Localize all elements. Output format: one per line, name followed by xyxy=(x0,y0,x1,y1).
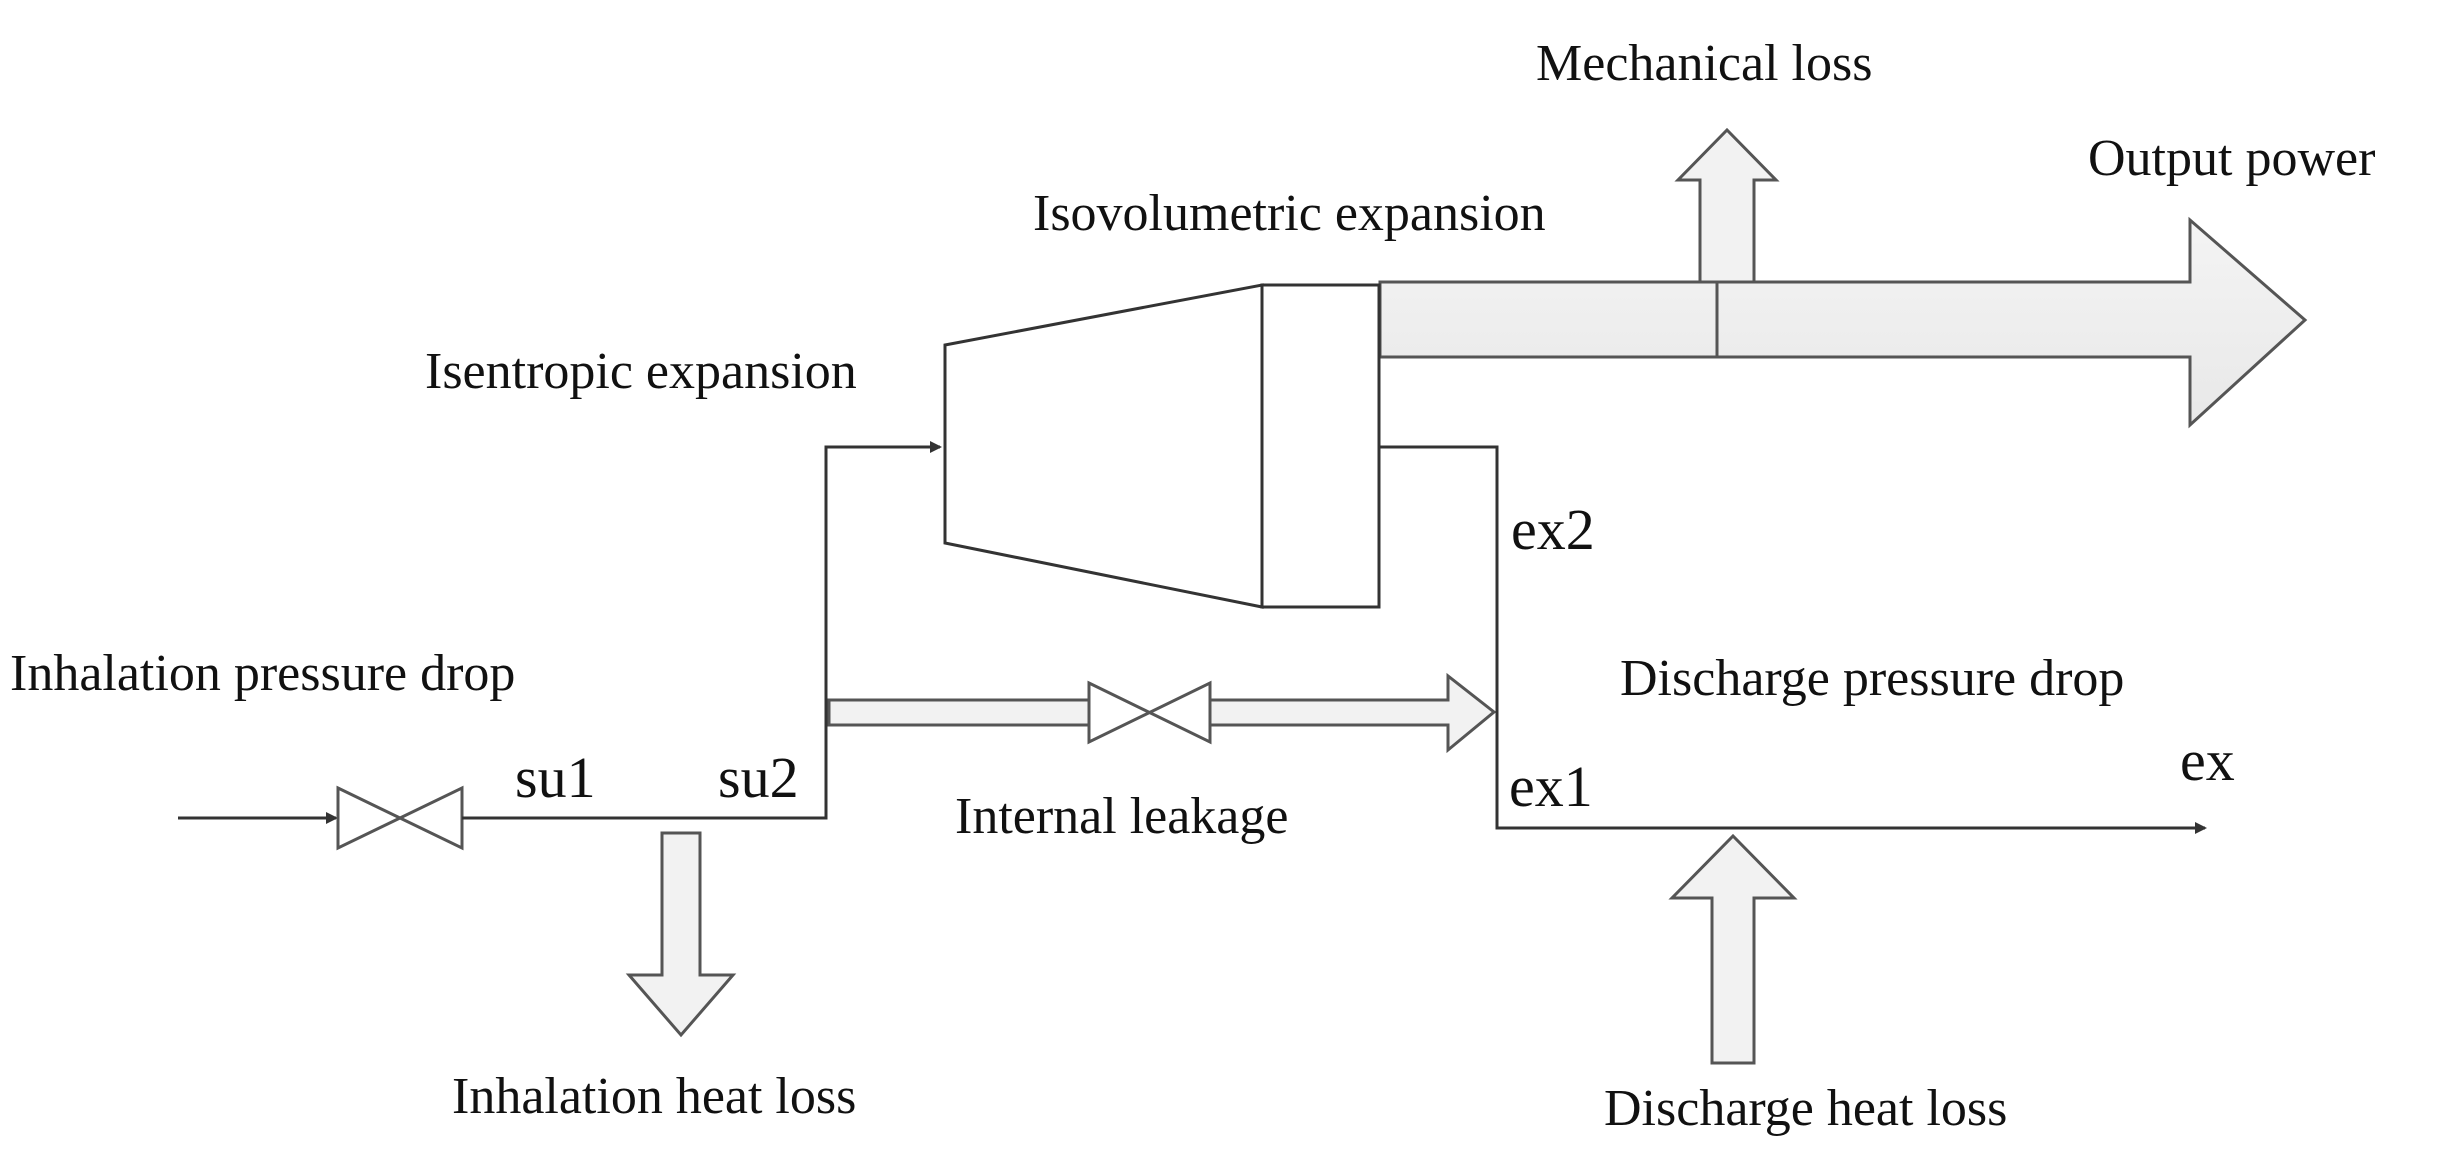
supply-line xyxy=(462,441,942,820)
discharge-pressure-drop-label: Discharge pressure drop xyxy=(1620,650,2124,707)
isovolumetric-expander-body xyxy=(1260,283,1381,609)
inhalation-pressure-drop-label: Inhalation pressure drop xyxy=(10,645,515,702)
mechanical-loss-arrow xyxy=(1674,127,1780,284)
internal-leakage-pipe-left xyxy=(827,698,1091,727)
inhalation-heat-loss-arrow xyxy=(625,831,737,1038)
node-ex-label: ex xyxy=(2180,728,2235,793)
node-su1-label: su1 xyxy=(515,745,596,810)
isentropic-expander-body xyxy=(943,283,1264,609)
discharge-heat-loss-label: Discharge heat loss xyxy=(1604,1080,2007,1137)
output-power-arrow xyxy=(1378,216,2308,429)
discharge-heat-loss-arrow xyxy=(1668,833,1798,1065)
isentropic-expansion-label: Isentropic expansion xyxy=(425,343,857,400)
inhalation-heat-loss-label: Inhalation heat loss xyxy=(452,1068,856,1125)
node-ex1-label: ex1 xyxy=(1509,754,1593,819)
output-power-label: Output power xyxy=(2088,130,2375,187)
internal-leakage-pipe-right xyxy=(1208,672,1497,754)
node-ex2-label: ex2 xyxy=(1511,497,1595,562)
internal-leakage-valve-icon xyxy=(1087,680,1212,745)
inhalation-valve-icon xyxy=(336,785,464,851)
mechanical-loss-label: Mechanical loss xyxy=(1536,35,1872,92)
internal-leakage-label: Internal leakage xyxy=(955,788,1288,845)
exhaust-line xyxy=(1379,445,2207,834)
node-su2-label: su2 xyxy=(718,745,799,810)
isovolumetric-expansion-label: Isovolumetric expansion xyxy=(1033,185,1546,242)
